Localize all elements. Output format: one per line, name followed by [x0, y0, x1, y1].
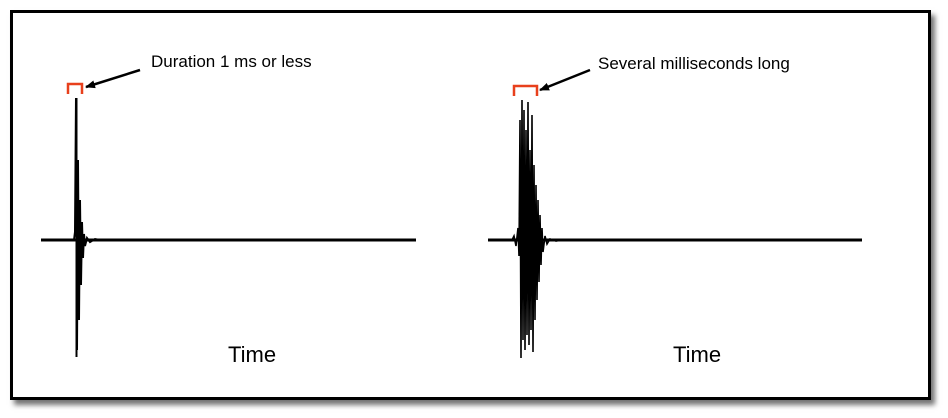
- figure-frame: [10, 10, 931, 400]
- left-duration-bracket: [66, 82, 84, 94]
- right-annotation: Several milliseconds long: [598, 54, 790, 73]
- panel-short-click: Duration 1 ms or less Time: [41, 52, 416, 367]
- right-waveform: [511, 99, 563, 359]
- right-duration-bracket: [512, 84, 539, 96]
- right-time-label: Time: [673, 342, 721, 367]
- panel-long-burst: Several milliseconds long Time: [488, 54, 862, 367]
- left-waveform: [73, 97, 101, 351]
- left-pointer-arrow: [85, 68, 141, 89]
- left-time-label: Time: [228, 342, 276, 367]
- right-pointer-arrow: [539, 68, 591, 92]
- left-annotation: Duration 1 ms or less: [151, 52, 312, 71]
